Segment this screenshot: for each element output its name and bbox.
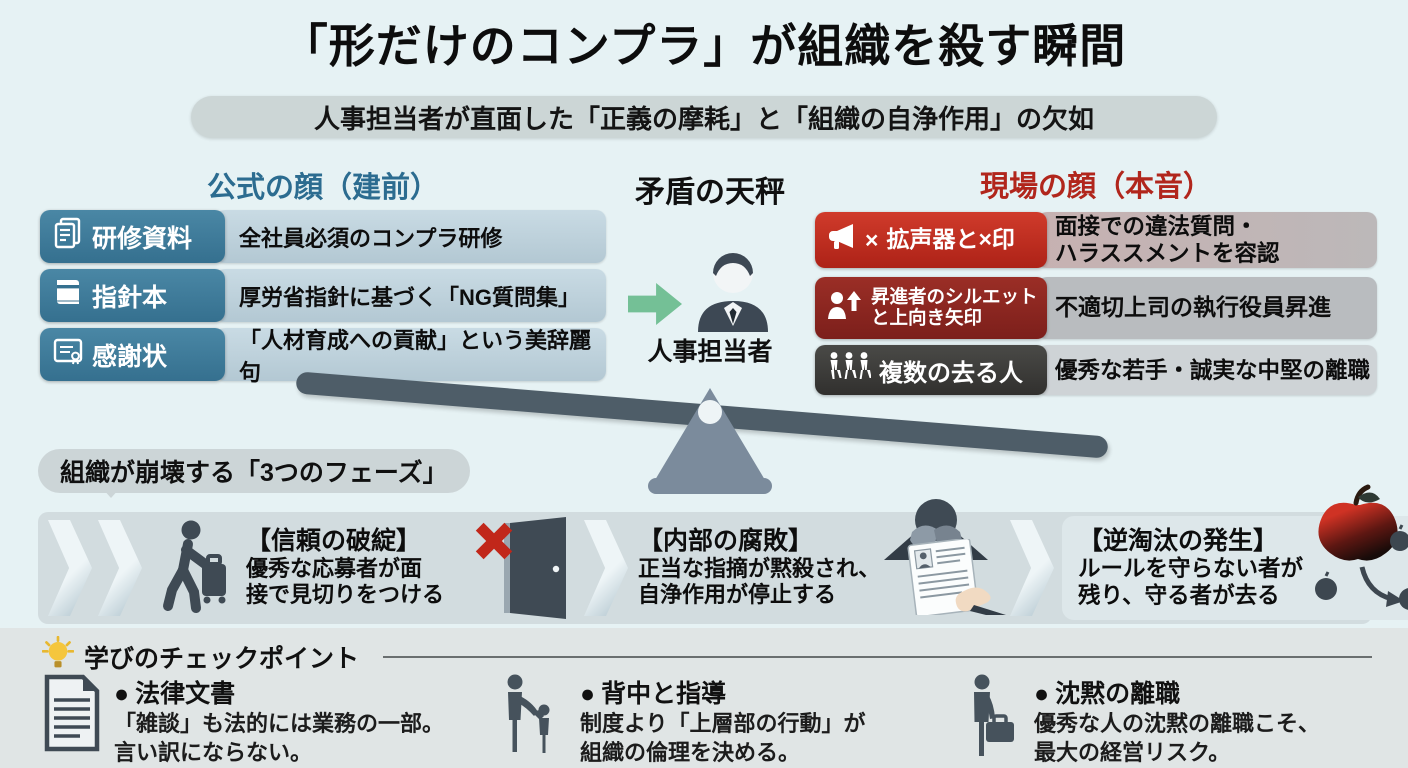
chevron-separator-icon	[48, 520, 92, 616]
checkpoint-title: ●沈黙の離職	[1034, 680, 1181, 708]
official-side-header: 公式の顔（建前）	[206, 172, 439, 204]
checkpoint-title: ●法律文書	[114, 680, 236, 708]
phases-band: 【信頼の破綻】 優秀な応募者が面 接で見切りをつける 【内部の腐敗】 正当な指摘…	[38, 484, 1408, 624]
phase-2-icons	[880, 499, 1006, 620]
phase-3-panel: 【逆淘汰の発生】 ルールを守らない者が 残り、守る者が去る	[1062, 484, 1408, 620]
checkpoint-body: 制度より「上層部の行動」が 組織の倫理を決める。	[580, 711, 866, 765]
official-badge-guideline: 指針本	[40, 269, 225, 322]
x-mark-icon	[468, 515, 520, 572]
honne-badge-label: 昇進者のシルエット と上向き矢印	[871, 286, 1038, 328]
seesaw-fulcrum-base	[648, 478, 772, 494]
checkpoints-header: 学びのチェックポイント	[41, 635, 1372, 677]
official-desc: 「人材育成への貢献」という美辞麗句	[215, 328, 606, 385]
chevron-separator-icon	[98, 520, 142, 616]
official-row-guideline: 指針本 厚労省指針に基づく「NG質問集」	[40, 269, 606, 322]
honne-badge-mark: ×	[865, 226, 879, 253]
phase-body: ルールを守らない者が 残り、守る者が去る	[1078, 556, 1304, 609]
official-row-certificate: 感謝状 「人材育成への貢献」という美辞麗句	[40, 328, 606, 385]
training-document-icon	[52, 217, 84, 256]
leaving-applicant-icon	[150, 518, 238, 619]
page-title: 「形だけのコンプラ」が組織を殺す瞬間	[281, 20, 1127, 72]
honne-side-header: 現場の顔（本音）	[979, 171, 1212, 203]
honne-desc: 優秀な若手・誠実な中堅の離職	[1037, 345, 1377, 395]
phases-label: 組織が崩壊する「3つのフェーズ」	[38, 449, 470, 498]
certificate-icon	[52, 335, 84, 374]
guideline-book-icon	[52, 276, 84, 315]
bullet: ●	[1034, 680, 1050, 708]
flow-arrow-icon	[628, 283, 682, 325]
honne-badge-label: 拡声器と×印	[886, 226, 1015, 253]
bullet: ●	[114, 680, 130, 708]
official-badge-certificate: 感謝状	[40, 328, 225, 381]
legal-document-icon	[42, 674, 102, 767]
checkpoint-body: 優秀な人の沈黙の離職こそ、 最大の経営リスク。	[1034, 711, 1321, 765]
seesaw-fulcrum-hole	[698, 400, 722, 424]
checkpoints-section: 学びのチェックポイント ●法律文書	[0, 628, 1408, 768]
page-subtitle: 人事担当者が直面した「正義の摩耗」と「組織の自浄作用」の欠如	[191, 96, 1217, 138]
official-badge-label: 指針本	[92, 283, 168, 312]
megaphone-icon	[827, 223, 857, 257]
honne-row-promotion: 昇進者のシルエット と上向き矢印 不適切上司の執行役員昇進	[815, 277, 1377, 339]
official-badge-label: 感謝状	[92, 342, 168, 371]
door-icon	[496, 517, 572, 624]
leaving-people-icon	[827, 351, 872, 390]
chevron-separator-icon	[1010, 520, 1054, 616]
honne-desc: 面接での違法質問・ ハラススメントを容認	[1037, 212, 1377, 268]
hr-person-label: 人事担当者	[647, 338, 773, 366]
door-box	[450, 515, 578, 621]
rotten-apple-icon	[1304, 483, 1408, 620]
phase-title: 【内部の腐敗】	[638, 527, 814, 556]
hr-person-icon	[688, 246, 778, 337]
chevron-separator-icon	[584, 520, 628, 616]
checkpoint-body: 「雑談」も法的には業務の一部。 言い訳にならない。	[114, 711, 445, 765]
phase-body: 正当な指摘が黙殺され、 自浄作用が停止する	[638, 555, 881, 608]
phase-2: 【内部の腐敗】 正当な指摘が黙殺され、 自浄作用が停止する	[638, 527, 888, 609]
honne-row-leavers: 複数の去る人 優秀な若手・誠実な中堅の離職	[815, 345, 1377, 395]
checkpoint-leadership: ●背中と指導 制度より「上層部の行動」が 組織の倫理を決める。	[500, 674, 960, 767]
official-desc: 厚労省指針に基づく「NG質問集」	[215, 269, 606, 322]
promotion-arrow-icon	[827, 289, 863, 328]
official-badge-training: 研修資料	[40, 210, 225, 263]
honne-badge-promotion: 昇進者のシルエット と上向き矢印	[815, 277, 1047, 339]
lightbulb-icon	[41, 635, 75, 677]
honne-badge-megaphone: × 拡声器と×印	[815, 212, 1047, 268]
official-desc: 全社員必須のコンプラ研修	[215, 210, 606, 263]
phase-body: 優秀な応募者が面 接で見切りをつける	[246, 555, 445, 608]
phase-title: 【信頼の破綻】	[246, 527, 422, 556]
honne-desc: 不適切上司の執行役員昇進	[1037, 277, 1377, 339]
document-hand-icon	[890, 537, 1006, 620]
header-divider	[383, 655, 1372, 658]
phase-title: 【逆淘汰の発生】	[1078, 526, 1279, 555]
honne-badge-label: 複数の去る人	[879, 359, 1023, 387]
balance-header: 矛盾の天秤	[635, 176, 785, 209]
checkpoints-title: 学びのチェックポイント	[84, 644, 360, 673]
adult-child-icon	[500, 674, 568, 767]
phase-3: 【逆淘汰の発生】 ルールを守らない者が 残り、守る者が去る	[1078, 527, 1306, 610]
honne-badge-leavers: 複数の去る人	[815, 345, 1047, 395]
honne-row-megaphone: × 拡声器と×印 面接での違法質問・ ハラススメントを容認	[815, 212, 1377, 268]
phase-1: 【信頼の破綻】 優秀な応募者が面 接で見切りをつける	[246, 527, 450, 609]
checkpoint-legal: ●法律文書 「雑談」も法的には業務の一部。 言い訳にならない。	[42, 674, 500, 767]
checkpoint-title: ●背中と指導	[580, 680, 727, 708]
checkpoint-quiet-quitting: ●沈黙の離職 優秀な人の沈黙の離職こそ、 最大の経営リスク。	[960, 674, 1380, 767]
official-badge-label: 研修資料	[92, 224, 193, 253]
briefcase-person-icon	[960, 674, 1022, 767]
official-row-training: 研修資料 全社員必須のコンプラ研修	[40, 210, 606, 263]
bullet: ●	[580, 680, 596, 708]
